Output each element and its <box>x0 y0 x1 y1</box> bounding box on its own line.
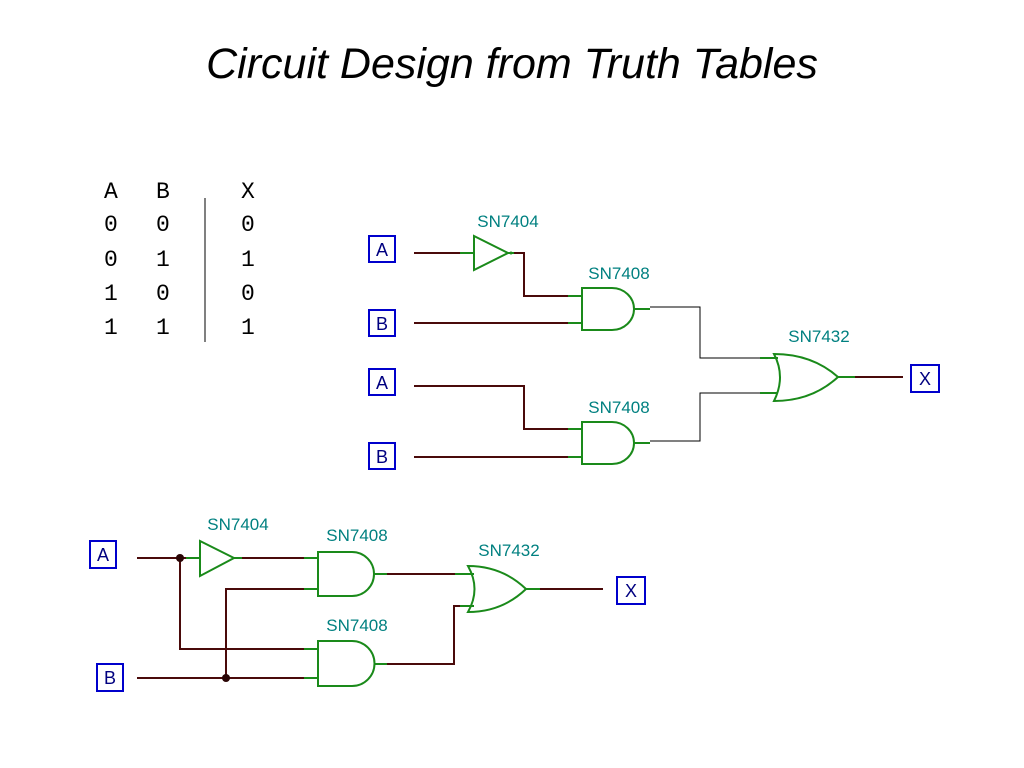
tt-cell: 0 <box>241 281 255 307</box>
input-label-b: B <box>376 314 388 334</box>
tt-cell: 0 <box>241 212 255 238</box>
wire <box>414 385 568 430</box>
input-box-b <box>96 663 124 692</box>
chip-label-and: SN7408 <box>588 264 649 283</box>
and-gate <box>568 421 650 465</box>
input-box-a <box>89 540 117 569</box>
tt-cell: 1 <box>156 315 170 341</box>
output-label-x: X <box>625 581 637 601</box>
input-label-b: B <box>376 447 388 467</box>
tt-header-b: B <box>156 179 170 205</box>
tt-cell: 1 <box>156 247 170 273</box>
or-gate <box>760 352 855 403</box>
and-gate <box>304 551 387 597</box>
not-gate <box>186 539 242 578</box>
tt-cell: 1 <box>241 247 255 273</box>
wire <box>387 605 460 665</box>
wire <box>179 558 304 650</box>
truth-table: A B X 0 0 0 0 1 1 1 0 0 1 1 1 <box>104 179 255 342</box>
output-box-x <box>616 576 646 605</box>
not-gate <box>460 234 514 272</box>
tt-header-a: A <box>104 179 118 205</box>
input-box-a <box>368 235 396 263</box>
page-title: Circuit Design from Truth Tables <box>206 40 818 88</box>
tt-cell: 1 <box>104 315 118 341</box>
tt-cell: 1 <box>104 281 118 307</box>
input-label-a: A <box>97 545 109 565</box>
circuit-1: A B A B X SN7404 SN7408 <box>368 212 940 470</box>
tt-cell: 0 <box>156 212 170 238</box>
tt-cell: 1 <box>241 315 255 341</box>
tt-cell: 0 <box>104 212 118 238</box>
chip-label-not: SN7404 <box>477 212 538 231</box>
wire <box>650 306 760 359</box>
tt-cell: 0 <box>156 281 170 307</box>
output-label-x: X <box>919 369 931 389</box>
wire <box>514 252 568 297</box>
tt-header-x: X <box>241 179 255 205</box>
input-label-a: A <box>376 373 388 393</box>
input-box-a <box>368 368 396 396</box>
input-box-b <box>368 442 396 470</box>
input-label-a: A <box>376 240 388 260</box>
wire <box>225 588 304 678</box>
or-gate <box>455 564 540 614</box>
junction-dot <box>176 554 184 562</box>
chip-label-and: SN7408 <box>326 526 387 545</box>
chip-label-or: SN7432 <box>788 327 849 346</box>
chip-label-and: SN7408 <box>326 616 387 635</box>
output-box-x <box>910 364 940 393</box>
and-gate <box>304 640 387 687</box>
and-gate <box>568 287 650 331</box>
wire <box>650 392 760 442</box>
chip-label-not: SN7404 <box>207 515 268 534</box>
input-box-b <box>368 309 396 337</box>
tt-cell: 0 <box>104 247 118 273</box>
junction-dot <box>222 674 230 682</box>
input-label-b: B <box>104 668 116 688</box>
chip-label-and: SN7408 <box>588 398 649 417</box>
circuit-2: A B X SN7404 SN7408 <box>89 515 646 692</box>
chip-label-or: SN7432 <box>478 541 539 560</box>
